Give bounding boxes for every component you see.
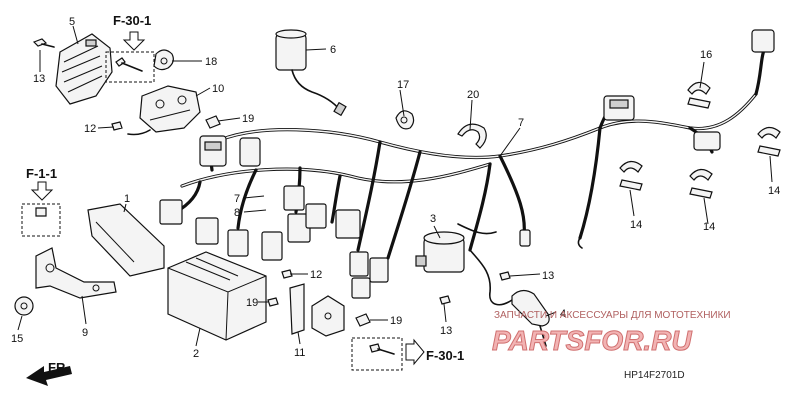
- label-14-a: 14: [630, 219, 642, 231]
- part-9-stay: [35, 247, 117, 299]
- label-13-topleft: 13: [33, 73, 45, 85]
- part-11-bracket: [289, 283, 345, 337]
- label-18: 18: [205, 56, 217, 68]
- part-12-screw-left: [111, 121, 123, 131]
- part-2-ecu: [167, 251, 267, 341]
- part-17-grommet: [395, 110, 415, 130]
- part-number-labels: 5 13 18 10 12 19 6 17 20 7 16 14 14 14 3…: [11, 16, 780, 360]
- part-14-clamp-c: [757, 126, 781, 157]
- label-13-bottom: 13: [440, 325, 452, 337]
- label-7-main: 7: [518, 117, 524, 129]
- label-2: 2: [193, 348, 199, 360]
- label-12-mid: 12: [310, 269, 322, 281]
- front-arrow-icon: [26, 366, 72, 386]
- label-7-small: 7: [234, 193, 240, 205]
- part-3-starter-relay: [415, 231, 465, 273]
- label-6: 6: [330, 44, 336, 56]
- reference-left: F-1-1: [26, 166, 57, 181]
- label-16: 16: [700, 49, 712, 61]
- part-7-main-harness: [174, 42, 768, 306]
- label-14-c: 14: [768, 185, 780, 197]
- label-19-top: 19: [242, 113, 254, 125]
- part-6-capacitor: [275, 29, 347, 117]
- label-20: 20: [467, 89, 479, 101]
- part-16-clamp: [687, 81, 711, 109]
- label-13-right: 13: [542, 270, 554, 282]
- leader-lines: [17, 25, 773, 347]
- part-13-bolt-topleft: [32, 38, 55, 48]
- reference-bottom: F-30-1: [426, 348, 464, 363]
- label-8: 8: [234, 207, 240, 219]
- watermark-logo: PARTSFOR.RU: [492, 325, 692, 356]
- label-14-b: 14: [703, 221, 715, 233]
- label-15: 15: [11, 333, 23, 345]
- reference-boxes: [21, 31, 425, 371]
- label-5: 5: [69, 16, 75, 28]
- part-14-clamp-b: [689, 168, 713, 199]
- front-label: FR.: [48, 360, 69, 375]
- diagram-code: HP14F2701D: [624, 370, 685, 381]
- label-17: 17: [397, 79, 409, 91]
- part-14-clamp-a: [619, 160, 643, 191]
- harness-connectors: [159, 29, 775, 299]
- part-10-switch: [127, 85, 201, 136]
- label-9: 9: [82, 327, 88, 339]
- label-19-right: 19: [390, 315, 402, 327]
- label-11: 11: [294, 347, 305, 359]
- reference-top: F-30-1: [113, 13, 151, 28]
- part-4-plug-cap: [511, 289, 550, 347]
- label-3: 3: [430, 213, 436, 225]
- part-15-grommet: [14, 296, 34, 316]
- part-bolt-f30: [115, 57, 143, 72]
- watermark-tagline: ЗАПЧАСТИ И АКСЕССУАРЫ ДЛЯ МОТОТЕХНИКИ: [494, 310, 731, 321]
- small-fasteners: [35, 207, 511, 355]
- part-5-control-module: [55, 33, 113, 105]
- label-10: 10: [212, 83, 224, 95]
- label-1: 1: [124, 193, 130, 205]
- part-19-clip-left: [205, 115, 221, 129]
- part-18-clamp: [153, 49, 174, 71]
- label-19-mid: 19: [246, 297, 258, 309]
- part-1-bracket: [87, 203, 165, 277]
- label-4: 4: [560, 308, 566, 320]
- label-12-left: 12: [84, 123, 96, 135]
- part-20-cable-clip: [457, 123, 487, 149]
